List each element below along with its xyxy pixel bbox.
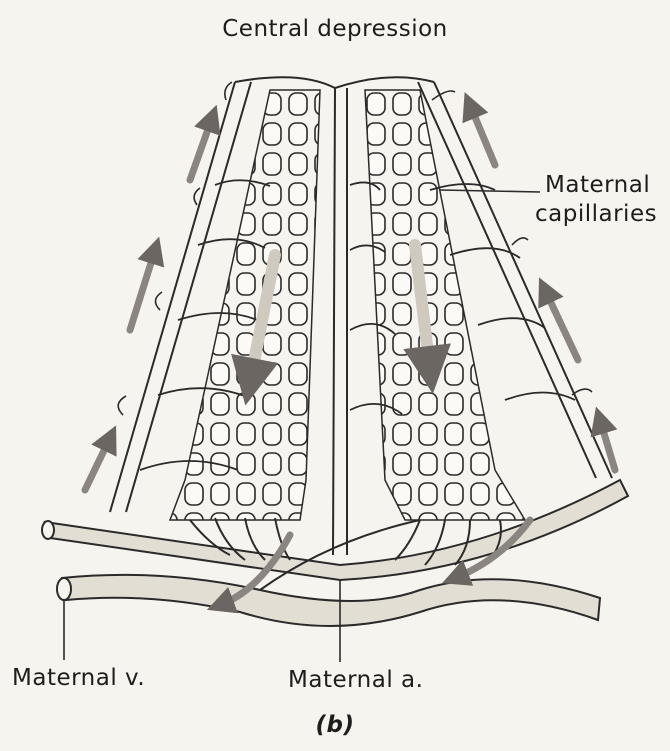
arrow-up-right-2 (545, 290, 578, 360)
right-capillary-network (365, 90, 525, 520)
capillaries-leader (440, 190, 540, 192)
title-central-depression: Central depression (0, 16, 670, 42)
label-maternal-vein: Maternal v. (12, 665, 145, 691)
label-maternal-capillaries-line2: capillaries (535, 201, 657, 227)
panel-label: (b) (0, 712, 670, 738)
arrow-up-left-3 (85, 438, 110, 490)
left-capillary-network (170, 90, 320, 520)
label-maternal-capillaries-line1: Maternal (545, 172, 650, 198)
arrow-up-left-2 (130, 250, 155, 330)
arrow-up-right-3 (600, 420, 615, 470)
maternal-artery-vessel (42, 480, 628, 580)
arrow-up-right-1 (470, 105, 495, 165)
label-maternal-artery: Maternal a. (288, 667, 423, 693)
